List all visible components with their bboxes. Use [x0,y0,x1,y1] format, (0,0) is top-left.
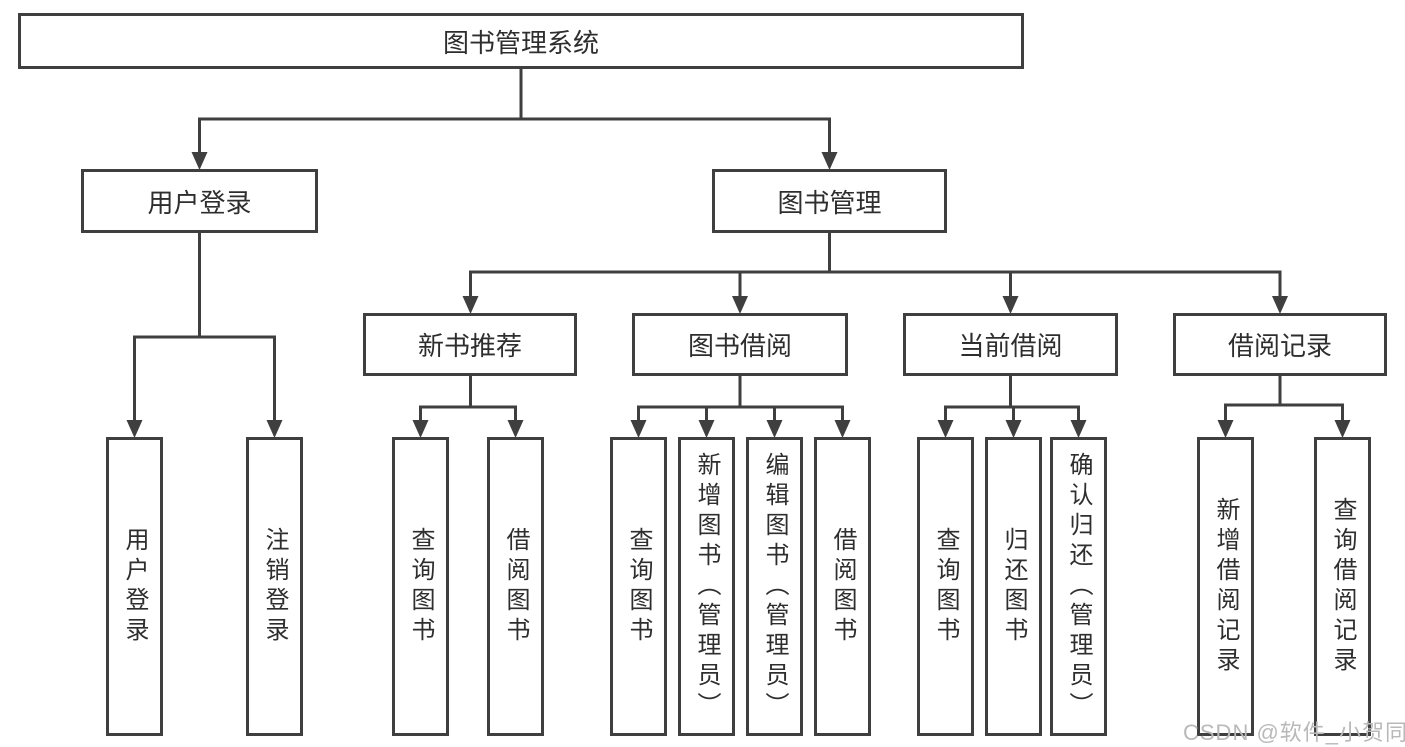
connector-management-to-level3 [462,232,1288,314]
connector-root-to-level2 [191,68,838,170]
leaf-borrow-edit-books-admin: 编辑图书（管理员） [746,437,803,736]
connector-current-to-leaves [937,375,1087,438]
leaf-user-login: 用户登录 [106,437,163,736]
leaf-current-query-books: 查询图书 [917,437,974,736]
leaf-records-query-record: 查询借阅记录 [1314,437,1371,736]
node-root-system: 图书管理系统 [18,13,1024,69]
connector-login-to-leaves [126,232,283,438]
node-current-borrow: 当前借阅 [903,313,1118,376]
leaf-newbook-query-books: 查询图书 [392,437,449,736]
node-book-management: 图书管理 [712,169,947,233]
node-user-login: 用户登录 [81,169,318,233]
leaf-newbook-borrow-books: 借阅图书 [487,437,544,736]
leaf-borrow-borrow-books: 借阅图书 [814,437,871,736]
leaf-current-return-books: 归还图书 [985,437,1042,736]
leaf-borrow-query-books: 查询图书 [610,437,667,736]
connector-newbook-to-leaves [412,375,524,438]
node-borrow-records: 借阅记录 [1173,313,1387,376]
node-book-borrow: 图书借阅 [632,313,848,376]
leaf-records-add-record: 新增借阅记录 [1197,437,1254,736]
leaf-logout: 注销登录 [246,437,303,736]
leaf-borrow-add-books-admin: 新增图书（管理员） [678,437,735,736]
node-new-book-recommend: 新书推荐 [363,313,577,376]
csdn-watermark: CSDN @软件_小贺同学 [1183,720,1405,745]
connector-records-to-leaves [1217,375,1351,438]
connector-borrow-to-leaves [630,375,851,438]
leaf-current-confirm-return-admin: 确认归还（管理员） [1050,437,1107,736]
